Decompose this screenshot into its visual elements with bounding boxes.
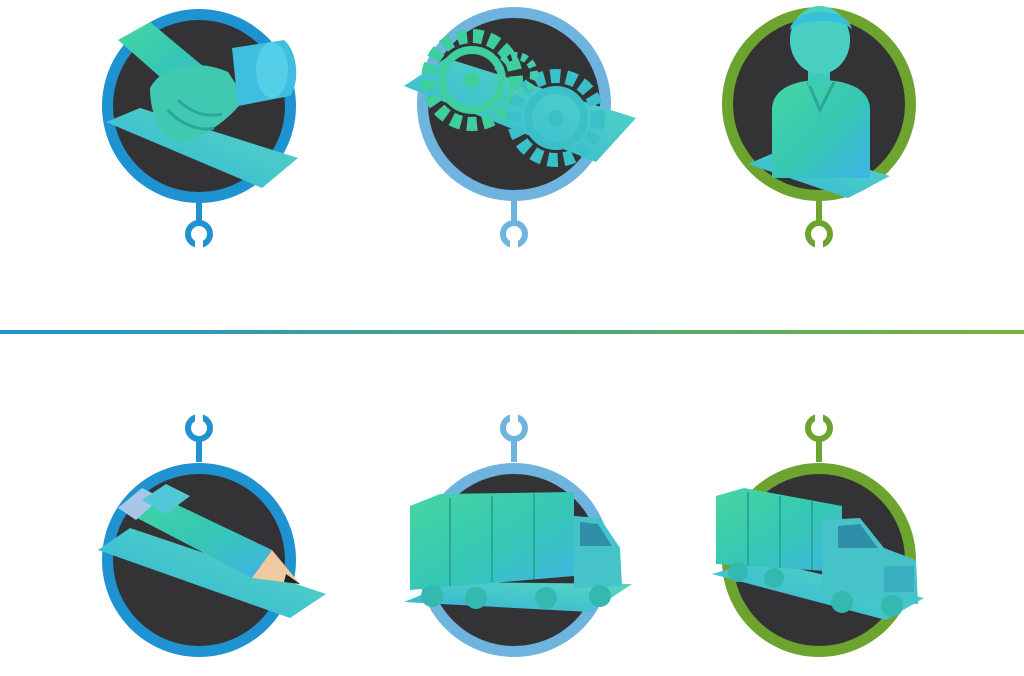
pencil-icon bbox=[98, 484, 326, 618]
node-gears bbox=[404, 7, 636, 248]
timeline-divider bbox=[0, 330, 1024, 334]
gears-icon bbox=[404, 29, 636, 167]
node-pencil bbox=[98, 412, 326, 657]
node-person bbox=[722, 6, 916, 248]
node-connector bbox=[196, 440, 202, 462]
node-connector bbox=[816, 200, 822, 222]
box-truck-icon bbox=[404, 492, 632, 612]
node-connector bbox=[816, 440, 822, 462]
handshake-icon bbox=[106, 22, 298, 188]
node-connector bbox=[511, 440, 517, 462]
person-bust-icon bbox=[748, 6, 890, 198]
node-semi-truck bbox=[712, 412, 924, 657]
node-connector bbox=[511, 200, 517, 222]
node-handshake bbox=[102, 9, 298, 248]
semi-truck-icon bbox=[712, 488, 924, 620]
node-connector bbox=[196, 200, 202, 222]
node-box-truck bbox=[404, 412, 632, 657]
